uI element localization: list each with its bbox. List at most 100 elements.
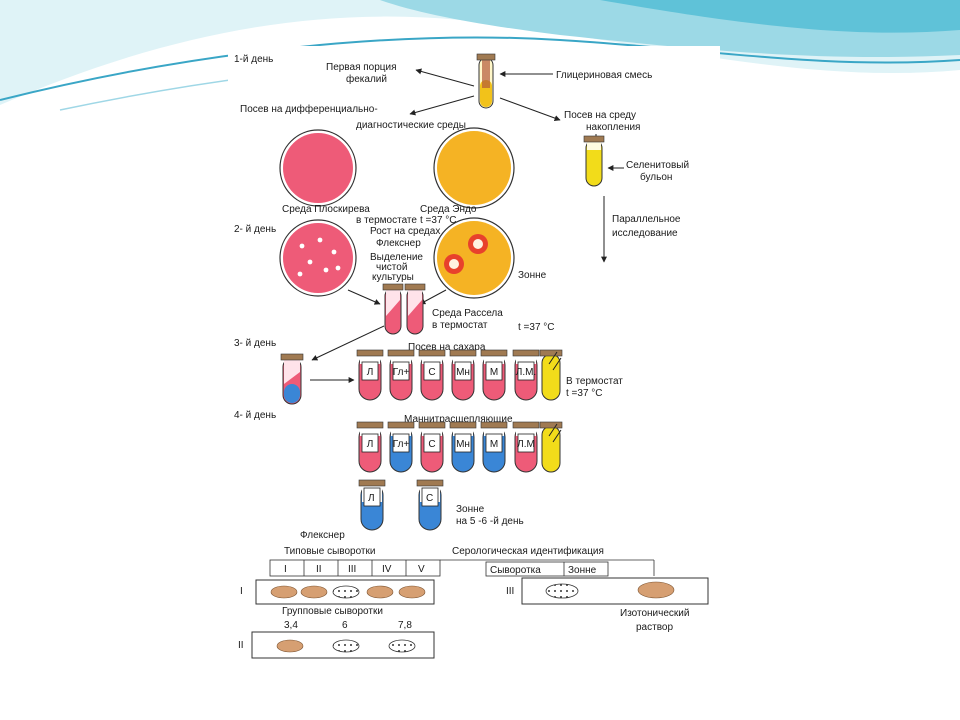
sugar-tubes-day3: Л Гл+ С Мн М Л.М. bbox=[356, 349, 563, 401]
serum-ii: II bbox=[316, 564, 322, 575]
row-iii-label: III bbox=[506, 586, 514, 597]
day4-tube-label-4: Мн bbox=[456, 439, 470, 450]
isolation-label-3: культуры bbox=[372, 272, 414, 283]
serum-header: Сыворотка bbox=[490, 565, 541, 576]
arrow-sonne-to-russell bbox=[419, 289, 447, 305]
flexner-plate bbox=[279, 219, 357, 297]
thermostat-label-1: в термостате bbox=[356, 215, 417, 226]
day-3-label: 3- й день bbox=[234, 338, 276, 349]
day3-tube-label-6: Л.М. bbox=[516, 367, 536, 378]
day3-tube-label-1: Л bbox=[367, 367, 374, 378]
day3-tube-1: Л bbox=[356, 349, 384, 401]
slide-i-drop-5 bbox=[398, 585, 426, 599]
day3-control-tube bbox=[539, 349, 563, 401]
russell-label: Среда Рассела bbox=[432, 308, 503, 319]
arrow-flexner-to-russell bbox=[347, 289, 381, 305]
mannitol-label: Маннитрасщепляющие bbox=[404, 414, 513, 425]
wave-dark bbox=[600, 0, 960, 33]
sugar-tubes-day4: Л Гл+ С Мн М Л.М bbox=[356, 421, 563, 473]
endo-plate bbox=[433, 127, 515, 209]
day56-label: на 5 -6 -й день bbox=[456, 516, 524, 527]
feces-label-1: Первая порция bbox=[326, 62, 397, 73]
isotonic-label-2: раствор bbox=[636, 622, 673, 633]
parallel-label-2: исследование bbox=[612, 228, 678, 239]
serology-title: Серологическая идентификация bbox=[452, 545, 604, 557]
slide-ii-drop-1 bbox=[276, 639, 304, 653]
day3-russell-tube bbox=[280, 353, 304, 405]
day4-tube-3: С bbox=[418, 421, 446, 473]
day-1-label: 1-й день bbox=[234, 54, 273, 65]
day4-tube-label-2: Гл+ bbox=[393, 439, 410, 450]
flexner-label: Флекснер bbox=[376, 238, 421, 249]
day4-tube-6: Л.М bbox=[512, 421, 540, 473]
group-78: 7,8 bbox=[398, 620, 412, 631]
wave-line bbox=[0, 36, 960, 101]
temperature-label-2: t =37 °C bbox=[518, 322, 555, 333]
isotonic-label-1: Изотонический bbox=[620, 608, 689, 619]
typical-sera-label: Типовые сыворотки bbox=[284, 546, 375, 557]
day4-tube-label-3: С bbox=[428, 439, 435, 450]
row-ii-label: II bbox=[238, 640, 244, 651]
diff-media-label-2: диагностические среды bbox=[356, 120, 466, 131]
russell-tube-1 bbox=[382, 283, 404, 335]
sonne-label-day2: Зонне bbox=[518, 270, 547, 281]
glycerin-label: Глицериновая смесь bbox=[556, 70, 652, 81]
day4-tube-label-6: Л.М bbox=[517, 439, 535, 450]
day3-tube-2: Гл+ bbox=[387, 349, 415, 401]
slide-iii-drop bbox=[637, 581, 675, 599]
sugars-label: Посев на сахара bbox=[408, 342, 486, 353]
day3-tube-5: М bbox=[480, 349, 508, 401]
selenite-label-2: бульон bbox=[640, 171, 672, 183]
day3-tube-label-3: С bbox=[428, 367, 435, 378]
group-6: 6 bbox=[342, 620, 348, 631]
diff-media-label-1: Посев на дифференциально- bbox=[240, 103, 378, 115]
group-sera-label: Групповые сыворотки bbox=[282, 606, 383, 617]
day4-tube-label-1: Л bbox=[367, 439, 374, 450]
slide-i-agglutination bbox=[332, 585, 360, 599]
feces-label-2: фекалий bbox=[346, 73, 387, 85]
day4-tube-4: Мн bbox=[449, 421, 477, 473]
sonne-label-day4: Зонне bbox=[456, 504, 485, 515]
selenite-label-1: Селенитовый bbox=[626, 160, 689, 171]
selenite-tube bbox=[583, 135, 605, 187]
serum-iv: IV bbox=[382, 564, 392, 575]
temperature-label-3: t =37 °C bbox=[566, 388, 603, 399]
serum-i: I bbox=[284, 564, 287, 575]
slide-ii-agglutination-2 bbox=[388, 639, 416, 653]
slide-i-drop-1 bbox=[270, 585, 298, 599]
arrow-to-accum bbox=[499, 97, 561, 121]
bottom-tube-l bbox=[358, 479, 386, 531]
day3-tube-label-5: М bbox=[490, 367, 498, 378]
slide-iii-agglutination bbox=[545, 583, 579, 599]
day3-tube-label-2: Гл+ bbox=[393, 367, 410, 378]
glycerin-tube bbox=[476, 53, 496, 109]
bottom-tube-c-label: С bbox=[426, 493, 433, 504]
isolation-label-2: чистой bbox=[376, 262, 407, 273]
sonne-header-box bbox=[440, 559, 655, 577]
thermostat-label-2: в термостат bbox=[432, 320, 488, 331]
growth-label: Рост на средах bbox=[370, 226, 440, 237]
slide-i-drop-4 bbox=[366, 585, 394, 599]
temperature-label-1: t =37 °C bbox=[420, 215, 457, 226]
day3-tube-6: Л.М. bbox=[512, 349, 540, 401]
isolation-label-1: Выделение bbox=[370, 252, 423, 263]
day-2-label: 2- й день bbox=[234, 224, 276, 235]
ploskirev-label: Среда Плоскирева bbox=[282, 204, 370, 215]
accum-label-2: накопления bbox=[586, 122, 640, 133]
sonne-header: Зонне bbox=[568, 565, 597, 576]
arrow-to-day3-tube bbox=[311, 325, 385, 361]
endo-label: Среда Эндо bbox=[420, 204, 477, 215]
arrow-to-feces bbox=[415, 68, 475, 87]
serum-iii: III bbox=[348, 564, 356, 575]
parallel-label-1: Параллельное bbox=[612, 214, 681, 225]
row-i-label: I bbox=[240, 586, 243, 597]
day3-tube-4: Мн bbox=[449, 349, 477, 401]
day4-tube-2: Гл+ bbox=[387, 421, 415, 473]
thermostat-label-3: В термостат bbox=[566, 376, 623, 387]
day3-tube-3: С bbox=[418, 349, 446, 401]
day3-tube-label-4: Мн bbox=[456, 367, 470, 378]
ploskirev-plate bbox=[279, 129, 357, 207]
slide-ii-agglutination-1 bbox=[332, 639, 360, 653]
bottom-tube-c bbox=[416, 479, 444, 531]
day4-tube-5: М bbox=[480, 421, 508, 473]
